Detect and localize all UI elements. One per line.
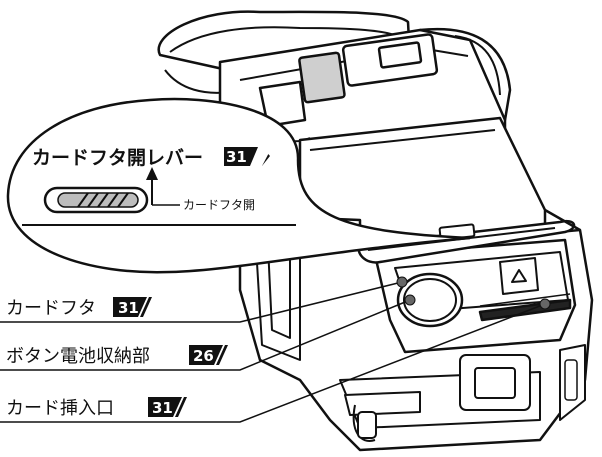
lever-switch-icon [43,186,149,214]
card-slot-page-badge[interactable]: 31 [148,397,187,417]
part-label-card-lid: カードフタ 31 [6,297,152,319]
open-direction-label: カードフタ開 [183,198,255,212]
card-lid-page-badge[interactable]: 31 [113,297,152,317]
leader-card-lid [0,281,403,323]
callout-bubble [6,97,471,274]
leader-card-slot [0,303,546,423]
part-label-card-slot: カード挿入口 31 [6,397,187,419]
camcorder-illustration [157,10,594,452]
svg-text:カードフタ: カードフタ [6,298,96,319]
lever-label: カードフタ開レバー [32,147,203,169]
svg-text:カード挿入口: カード挿入口 [6,398,114,419]
open-direction-arrow-icon [146,167,180,206]
svg-text:ボタン電池収納部: ボタン電池収納部 [6,346,150,367]
svg-text:31: 31 [152,399,173,417]
leader-dots [396,276,551,310]
lever-callout: カードフタ開レバー 31 カードフタ開 [6,97,471,274]
svg-text:26: 26 [193,347,214,365]
leader-battery [0,299,411,371]
svg-text:31: 31 [226,148,247,166]
leader-lines [0,281,546,423]
lever-page-badge[interactable]: 31 [224,147,272,166]
battery-page-badge[interactable]: 26 [189,345,228,365]
part-label-button-battery: ボタン電池収納部 26 [6,345,228,367]
svg-text:31: 31 [118,299,139,317]
